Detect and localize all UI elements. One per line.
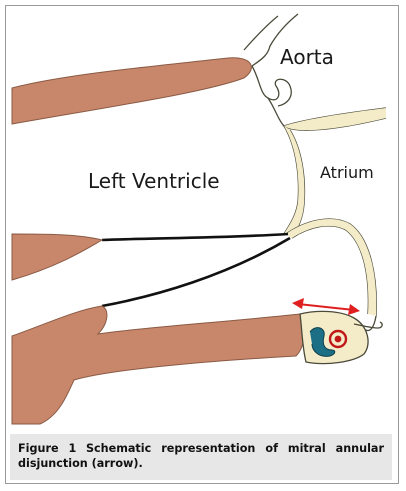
caption-text: Schematic representation of mitral annul… xyxy=(18,442,384,470)
aorta-label: Aorta xyxy=(280,45,334,69)
posterior-atrial-fill xyxy=(286,219,377,316)
aortic-cream xyxy=(284,108,386,131)
disjunction-arrow xyxy=(292,298,360,315)
lower-myocardium xyxy=(11,233,104,281)
posterior-wall xyxy=(11,305,305,425)
aortic-wall xyxy=(243,13,299,107)
upper-myocardium xyxy=(11,57,252,125)
coronary-sinus xyxy=(309,327,336,357)
atrial-wall-fill xyxy=(284,126,305,238)
caption-label: Figure 1 xyxy=(18,442,77,455)
annulus-link xyxy=(353,321,383,329)
anterior-mitral-leaflet xyxy=(101,232,289,242)
left-ventricle-label: Left Ventricle xyxy=(88,169,220,193)
circumflex-lumen xyxy=(334,335,342,343)
mad-schematic: Aorta Atrium Left Ventricle xyxy=(11,13,387,425)
atrium-label: Atrium xyxy=(320,163,374,182)
posterior-mitral-leaflet xyxy=(101,236,291,308)
figure-caption: Figure 1 Schematic representation of mit… xyxy=(10,434,392,480)
